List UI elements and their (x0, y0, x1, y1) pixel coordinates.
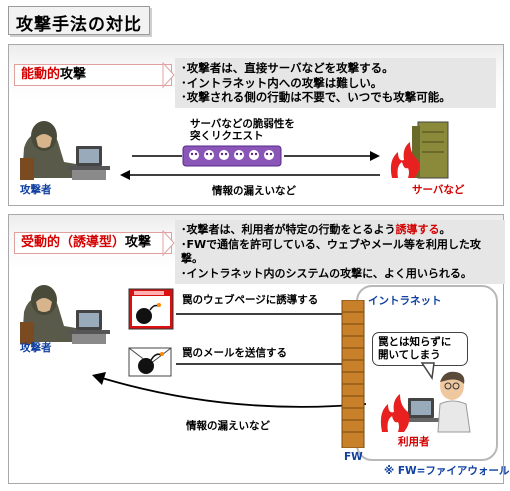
attacker-figure-icon (20, 121, 110, 180)
server-label: サーバなど (412, 184, 465, 196)
passive-attack-tag: 受動的（誘導型）攻撃 (14, 232, 172, 254)
active-attack-tag: 能動的攻撃 (14, 64, 172, 86)
user-figure-icon (380, 371, 471, 433)
leak-curve-arrowhead (92, 372, 106, 385)
trap-web-label: 罠のウェブページに誘導する (182, 294, 319, 306)
tag-arrow-icon (162, 61, 175, 89)
passive-attack-notes: ･攻撃者は、利用者が特定の行動をとるよう誘導する。 ･FWで通信を許可している、… (175, 220, 505, 284)
leak-arrowhead (120, 170, 130, 180)
footnote: ※ FW=ファイアウォール (384, 465, 510, 477)
active-arrows (120, 151, 380, 180)
firewall-label: FW (344, 451, 363, 463)
bubble-line-2: 開いてしまう (378, 349, 441, 361)
passive-attacker-label: 攻撃者 (20, 342, 52, 354)
active-note-3: ･攻撃される側の行動は不要で、いつでも攻撃可能。 (181, 90, 451, 104)
active-attack-notes: ･攻撃者は、直接サーバなどを攻撃する。 ･イントラネット内への攻撃は難しい。 ･… (175, 58, 496, 108)
tag-arrow-icon (162, 229, 175, 257)
active-leak-label: 情報の漏えいなど (212, 185, 296, 197)
server-icon (390, 121, 449, 179)
title-box (8, 6, 150, 35)
passive-note-1-end: 。 (439, 223, 451, 236)
bubble-tail-icon (420, 362, 435, 380)
passive-note-2: ･FWで通信を許可している、ウェブやメール等を利用した攻撃。 (181, 237, 481, 266)
passive-note-1: ･攻撃者は、利用者が特定の行動をとるよう誘導する。 (181, 223, 499, 238)
firewall-icon (341, 300, 365, 448)
request-label-line1: サーバなどの脆弱性を (190, 118, 295, 130)
passive-attack-tag-black: 攻撃 (125, 235, 152, 250)
active-attack-tag-black: 攻撃 (60, 67, 87, 82)
passive-note-1-text: ･攻撃者は、利用者が特定の行動をとるよう (181, 223, 396, 236)
request-label: サーバなどの脆弱性を 突くリクエスト (190, 118, 295, 142)
active-note-2: ･イントラネット内への攻撃は難しい。 (181, 75, 383, 90)
attacker-figure-icon (20, 285, 110, 344)
page-title: 攻撃手法の対比 (16, 15, 142, 35)
passive-leak-label: 情報の漏えいなど (186, 420, 270, 432)
passive-arrows (92, 309, 367, 408)
user-speech-bubble: 罠とは知らずに 開いてしまう (372, 332, 468, 366)
user-label: 利用者 (398, 436, 430, 448)
trap-webpage-icon (128, 288, 174, 330)
trap-mail-label: 罠のメールを送信する (182, 347, 287, 359)
passive-note-1-highlight: 誘導する (395, 223, 440, 236)
malicious-request-icon (182, 145, 282, 167)
active-attack-tag-red: 能動的 (21, 67, 61, 82)
active-note-1: ･攻撃者は、直接サーバなどを攻撃する。 (181, 61, 394, 75)
leak-curve-arrow (101, 377, 367, 408)
active-attacker-label: 攻撃者 (20, 184, 52, 196)
intranet-label: イントラネット (368, 295, 442, 307)
request-arrowhead (370, 151, 380, 161)
passive-attack-tag-red: 受動的（誘導型） (21, 235, 126, 250)
passive-note-3: ･イントラネット内のシステムの攻撃に、よく用いられる。 (181, 266, 472, 280)
intranet-area (356, 285, 498, 461)
trap-mail-icon (128, 347, 172, 377)
request-label-line2: 突くリクエスト (190, 130, 264, 142)
bubble-line-1: 罠とは知らずに (378, 336, 452, 348)
